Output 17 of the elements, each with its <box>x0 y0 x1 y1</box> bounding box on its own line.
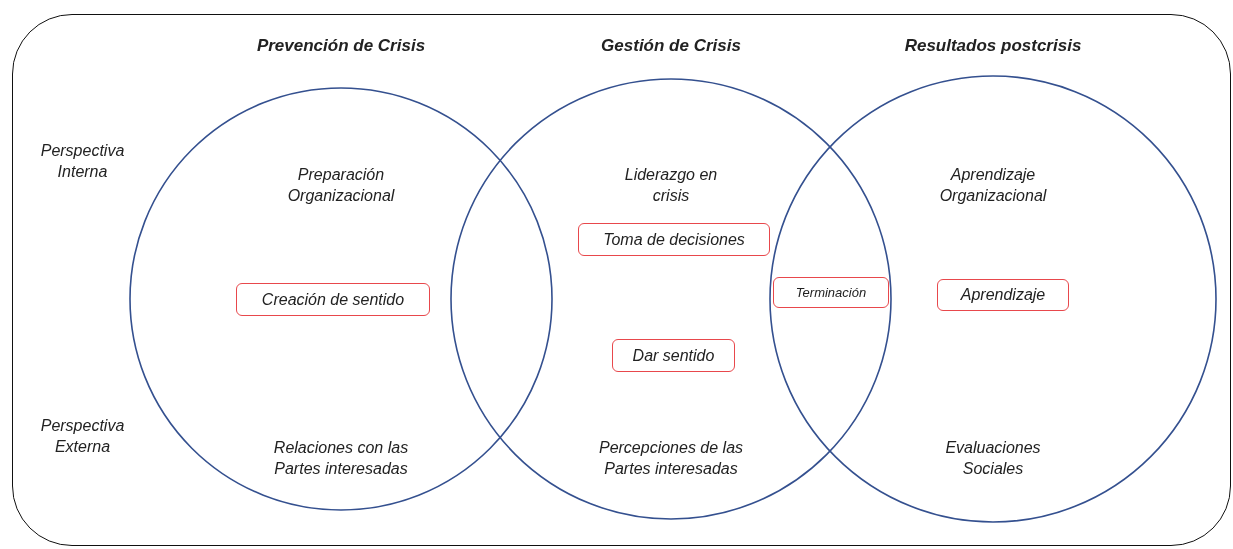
phase-heading: Gestión de Crisis <box>601 35 741 56</box>
phase-heading: Prevención de Crisis <box>256 35 426 56</box>
concept-text: Evaluaciones Sociales <box>944 438 1042 479</box>
concept-box: Terminación <box>773 277 889 308</box>
concept-text: Relaciones con las Partes interesadas <box>272 438 410 479</box>
concept-box: Dar sentido <box>612 339 735 372</box>
concept-text: Aprendizaje Organizacional <box>938 165 1048 206</box>
concept-text: Liderazgo en crisis <box>623 165 719 206</box>
concept-box: Aprendizaje <box>937 279 1069 311</box>
concept-box: Creación de sentido <box>236 283 430 316</box>
frame-border <box>12 14 1231 546</box>
perspective-label: Perspectiva Interna <box>39 141 126 182</box>
concept-box: Toma de decisiones <box>578 223 770 256</box>
concept-text: Percepciones de las Partes interesadas <box>597 438 745 479</box>
phase-heading: Resultados postcrisis <box>904 35 1082 56</box>
concept-text: Preparación Organizacional <box>286 165 396 206</box>
perspective-label: Perspectiva Externa <box>39 416 126 457</box>
